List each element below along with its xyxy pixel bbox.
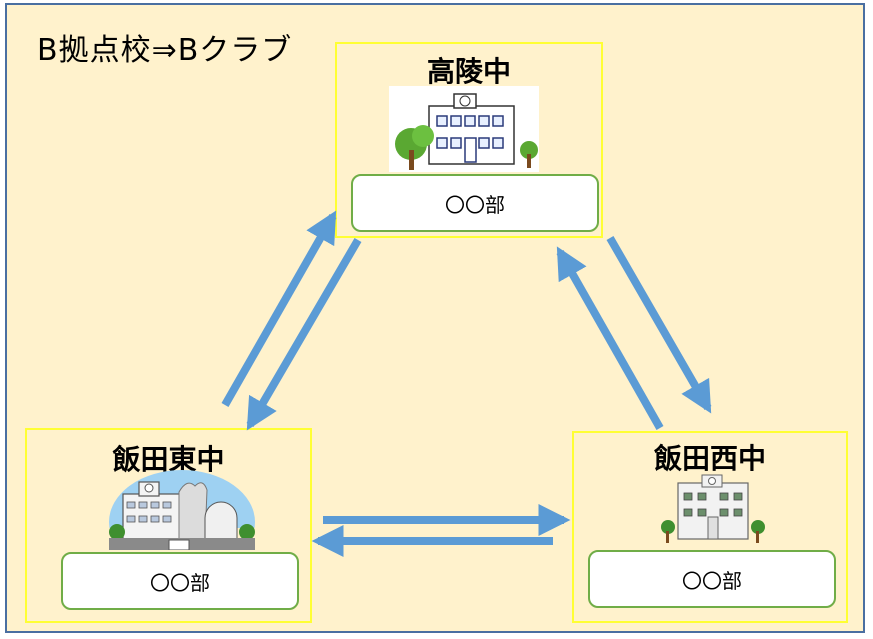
club-box-top: 〇〇部	[351, 174, 599, 232]
school-building-icon	[109, 470, 255, 574]
diagram-title: B拠点校⇒Bクラブ	[37, 33, 293, 68]
school-name-right: 飯田西中	[653, 442, 766, 475]
school-box-top: 高陵中 〇〇部	[335, 42, 603, 238]
school-box-right: 飯田西中 〇〇部	[572, 431, 848, 623]
club-box-right: 〇〇部	[588, 550, 836, 608]
school-building-icon	[389, 86, 539, 172]
school-building-icon	[658, 473, 770, 547]
school-name-left: 飯田東中	[112, 443, 225, 476]
school-box-left: 飯田東中 〇〇部	[25, 428, 312, 623]
school-name-top: 高陵中	[426, 55, 511, 88]
club-box-left: 〇〇部	[61, 552, 299, 610]
